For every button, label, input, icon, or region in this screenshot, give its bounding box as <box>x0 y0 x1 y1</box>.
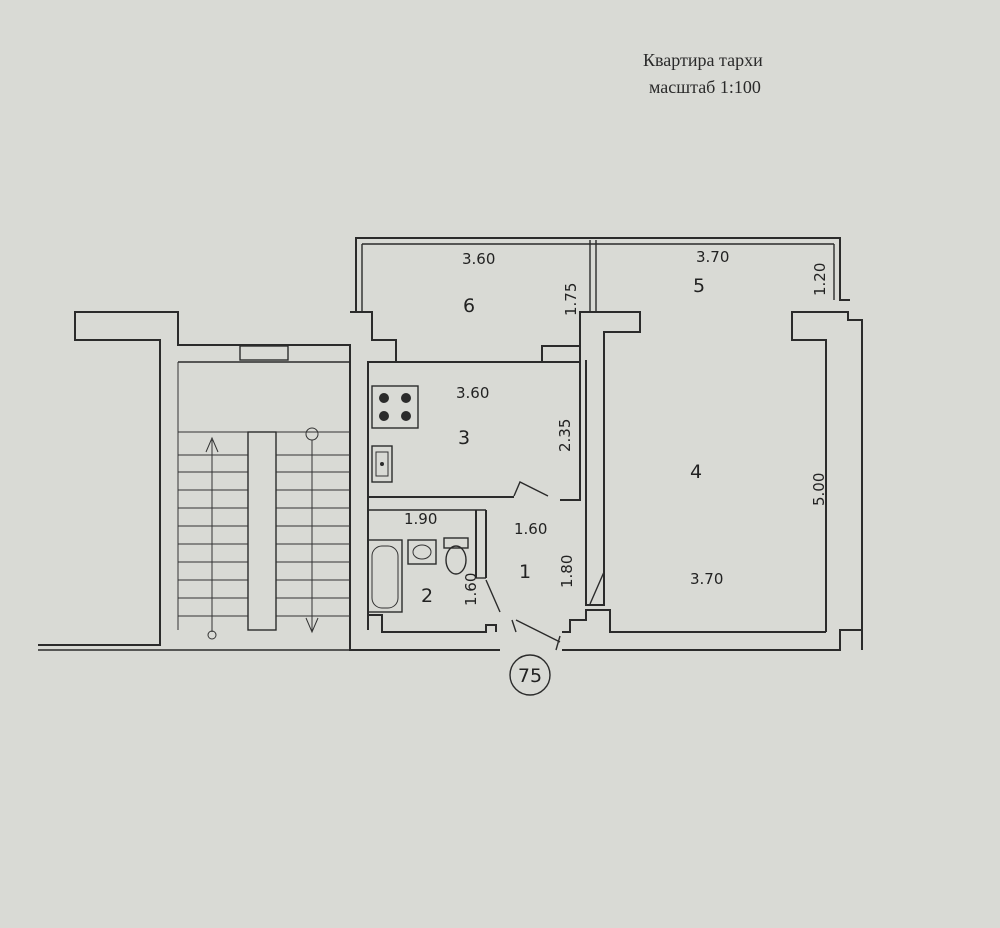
room-label-5: 5 <box>693 275 705 297</box>
apartment-number-badge: 75 <box>509 654 551 696</box>
room-label-4: 4 <box>690 461 702 483</box>
plan-title: Квартира тархи <box>643 50 763 70</box>
stair-treads <box>178 431 350 617</box>
apartment-number: 75 <box>518 665 542 687</box>
room-label-1: 1 <box>519 561 531 583</box>
room-label-3: 3 <box>458 427 470 449</box>
toilet-icon <box>443 537 469 575</box>
dim-balcony5-depth: 1.20 <box>811 263 829 296</box>
dim-hall-width: 1.60 <box>514 520 547 538</box>
apartment-walls <box>349 311 863 651</box>
dim-balcony6-depth: 1.75 <box>562 283 580 316</box>
staircase <box>38 311 351 651</box>
dim-kitchen-depth: 2.35 <box>556 419 574 452</box>
balconies <box>355 237 850 312</box>
dim-bath-depth: 1.60 <box>462 573 480 606</box>
washbasin-icon <box>407 539 437 565</box>
dim-kitchen-width: 3.60 <box>456 384 489 402</box>
stove-icon <box>371 385 419 429</box>
dim-room4-width: 3.70 <box>690 570 723 588</box>
doors <box>485 481 605 651</box>
dim-hall-depth: 1.80 <box>558 555 576 588</box>
kitchen-sink-icon <box>371 445 393 483</box>
dim-balcony5-width: 3.70 <box>696 248 729 266</box>
room-label-6: 6 <box>463 295 475 317</box>
dim-bath-width: 1.90 <box>404 510 437 528</box>
dim-room4-depth: 5.00 <box>810 473 828 506</box>
plan-scale: масштаб 1:100 <box>649 77 761 97</box>
room-label-2: 2 <box>421 585 433 607</box>
bathtub-icon <box>367 539 403 613</box>
dim-balcony6-width: 3.60 <box>462 250 495 268</box>
